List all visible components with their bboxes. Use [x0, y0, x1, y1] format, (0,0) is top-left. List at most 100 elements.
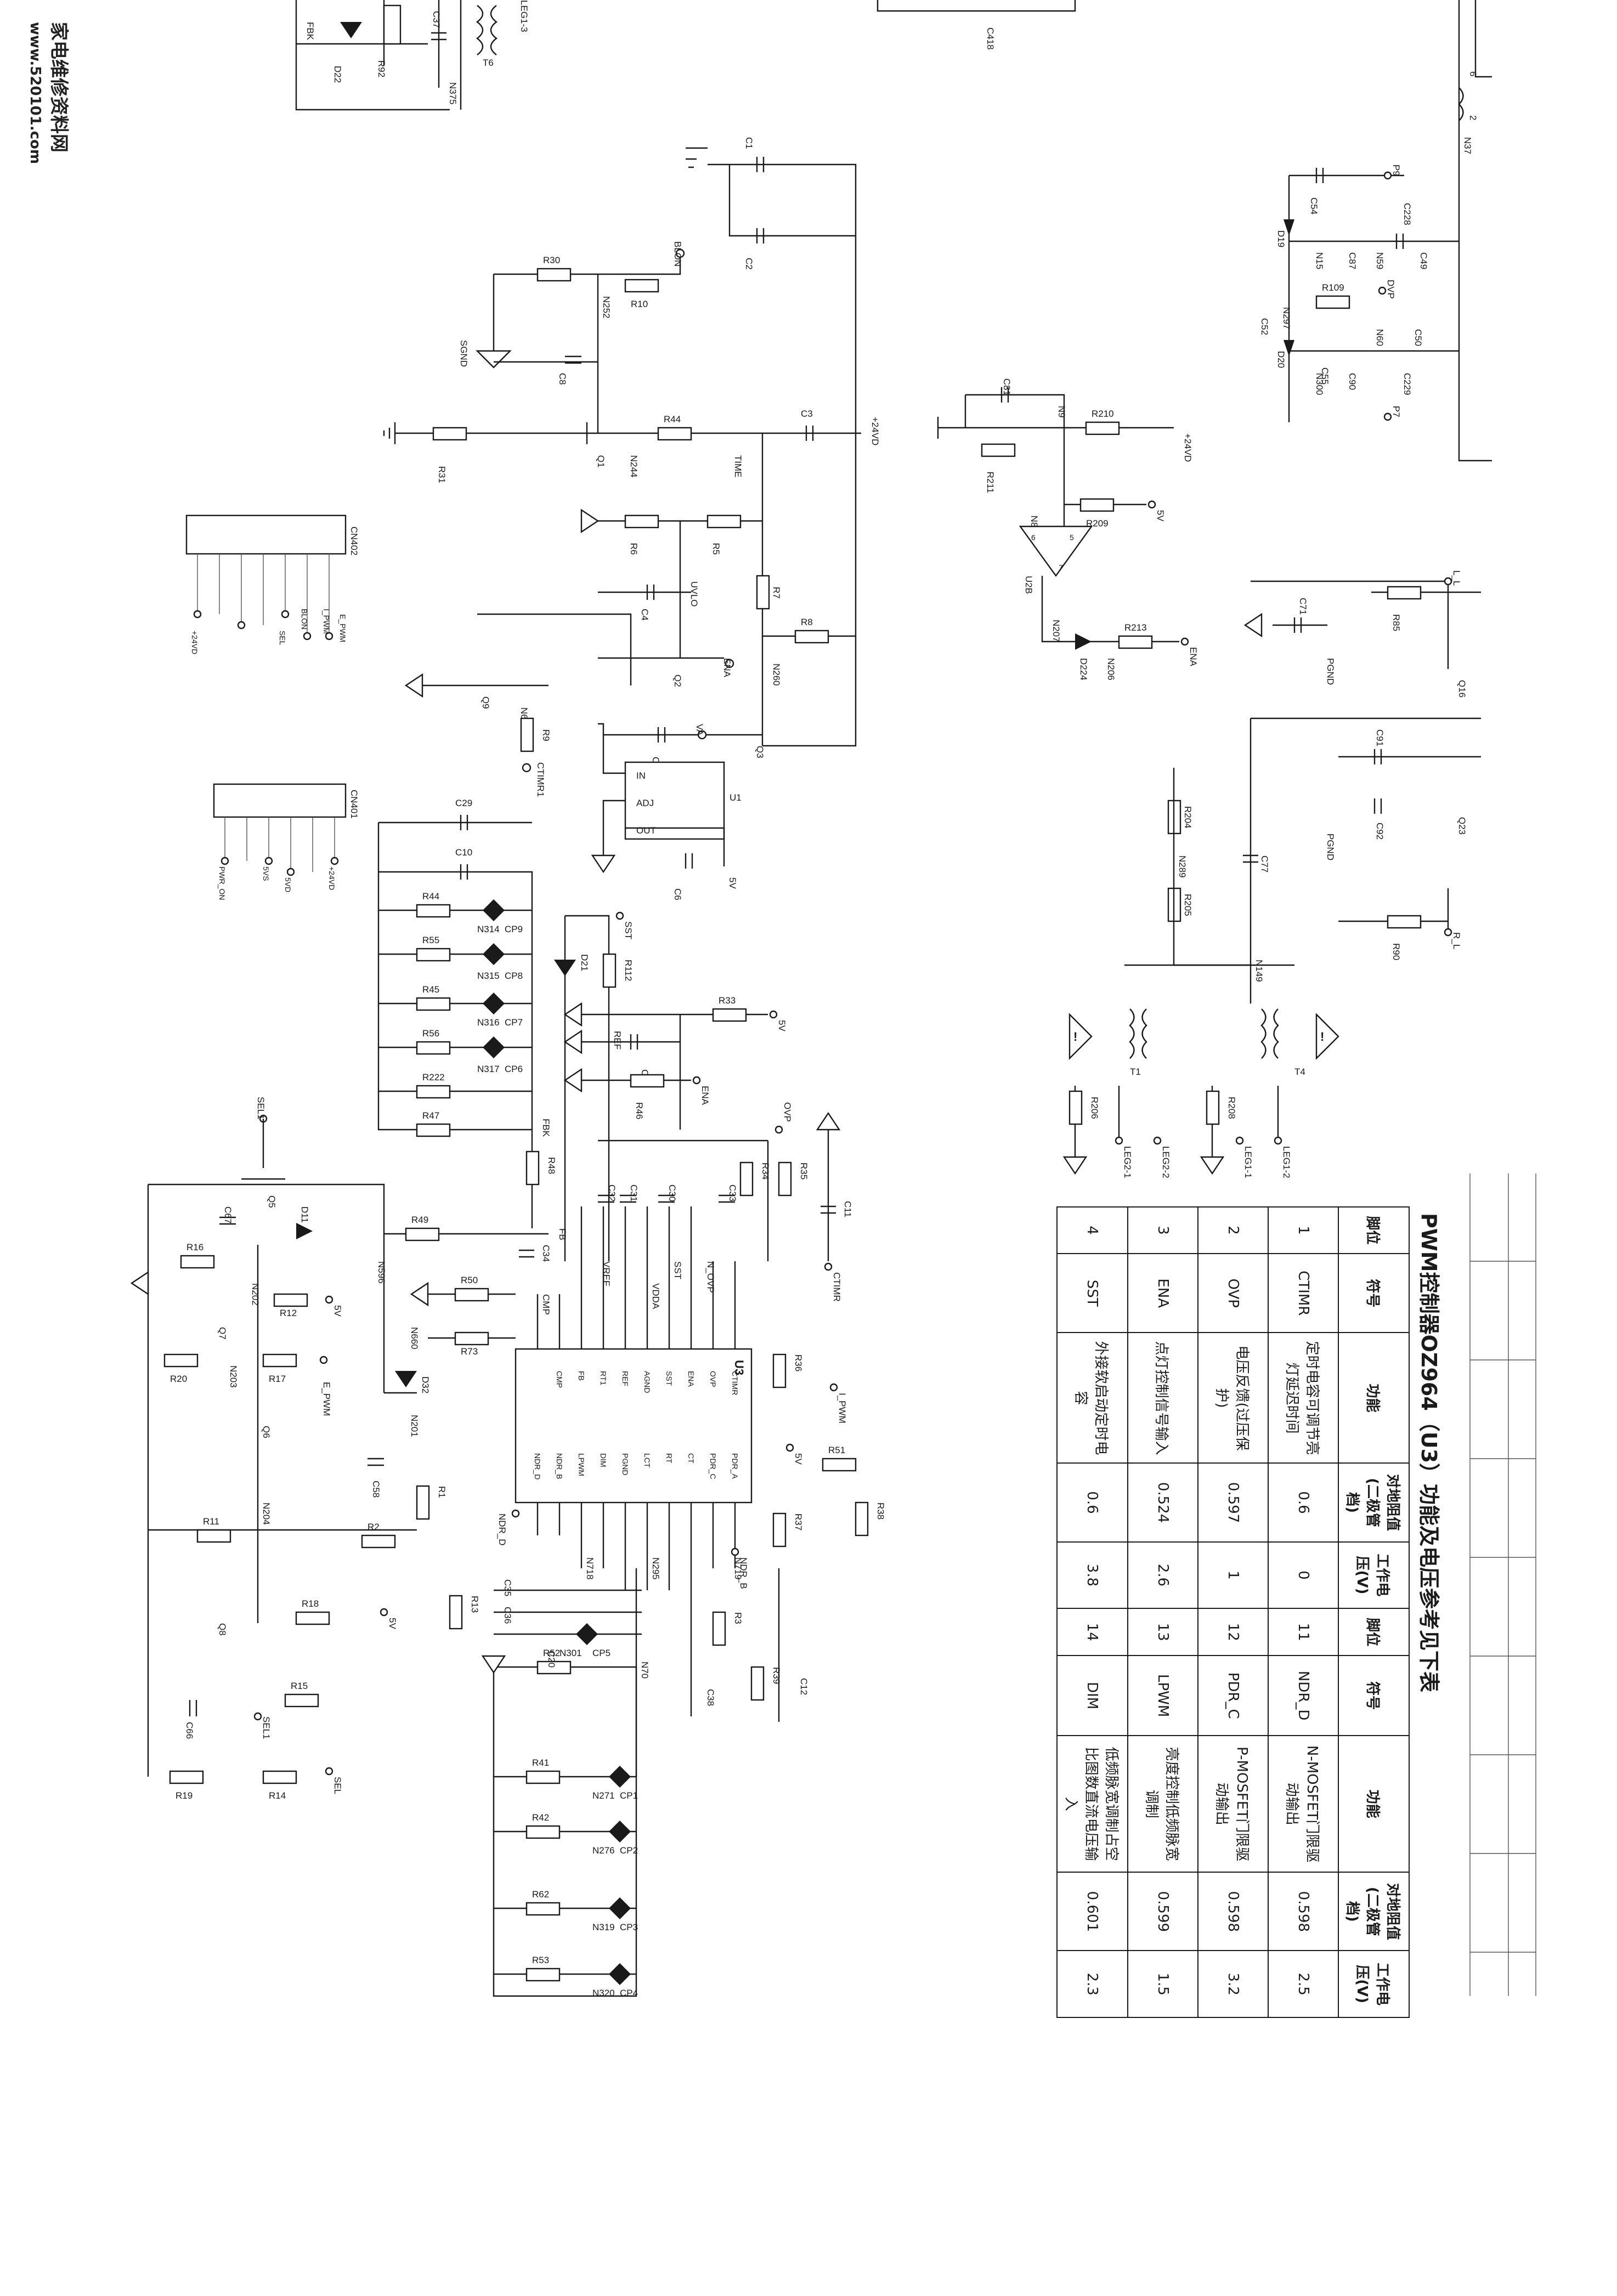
svg-text:C29: C29	[455, 798, 472, 808]
svg-text:LEG1-2: LEG1-2	[1281, 1146, 1292, 1178]
svg-text:I_PWM: I_PWM	[837, 1393, 847, 1424]
svg-text:SEL: SEL	[278, 631, 287, 645]
svg-text:R222: R222	[422, 1072, 445, 1082]
svg-text:N15: N15	[1314, 252, 1325, 269]
table-cell: DIM	[1057, 1656, 1128, 1736]
svg-text:+24VD: +24VD	[870, 417, 880, 445]
connector-cn401: CN401 PWR_ON 5VS 5VD +24VD	[213, 783, 359, 900]
table-cell: 1.5	[1128, 1951, 1198, 2017]
header-symbol: 符号	[1338, 1254, 1409, 1333]
svg-text:N319: N319	[592, 1922, 615, 1932]
svg-text:N244: N244	[629, 455, 639, 478]
svg-text:N317: N317	[477, 1064, 500, 1074]
svg-text:R19: R19	[176, 1790, 193, 1801]
table-cell: P-MOSFET门限驱动输出	[1198, 1736, 1268, 1873]
table-cell: 3	[1128, 1207, 1198, 1254]
connector-cn402: CN402 +24VD SEL BLON I_PWM E_PWM	[185, 514, 359, 654]
svg-text:C33: C33	[727, 1184, 738, 1201]
table-cell: 2.6	[1128, 1541, 1198, 1609]
svg-text:R34: R34	[760, 1163, 771, 1180]
svg-text:C90: C90	[1347, 373, 1358, 390]
svg-text:!: !	[1320, 1030, 1324, 1044]
svg-text:Q9: Q9	[480, 696, 491, 709]
label-t6: T6	[483, 58, 494, 68]
svg-text:C50: C50	[1413, 329, 1423, 346]
table-cell: 0.6	[1268, 1463, 1338, 1542]
table-cell: 0.601	[1057, 1872, 1128, 1951]
q1-section: C1 C2 R30 R10 BLON N252 SGND C8 R31 Q1	[383, 137, 880, 483]
svg-text:SEL1: SEL1	[261, 1716, 272, 1739]
svg-text:D11: D11	[299, 1206, 310, 1223]
svg-text:N_OVP: N_OVP	[705, 1261, 716, 1293]
svg-text:LPWM: LPWM	[577, 1453, 586, 1476]
table-row: 4 SST 外接软启动定时电容 0.6 3.8 14 DIM 低频脉宽调制占空比…	[1057, 1207, 1128, 2017]
svg-text:C38: C38	[705, 1689, 716, 1706]
svg-text:N59: N59	[1375, 252, 1385, 269]
svg-text:R14: R14	[269, 1790, 286, 1801]
svg-text:5: 5	[1070, 533, 1074, 542]
svg-text:CP6: CP6	[505, 1064, 523, 1074]
svg-text:N295: N295	[651, 1557, 661, 1580]
header-resistance: 对地阻值(二极管档)	[1338, 1463, 1409, 1542]
svg-text:R10: R10	[631, 299, 648, 309]
svg-text:PDR_C: PDR_C	[709, 1453, 717, 1479]
header-pin-2: 脚位	[1338, 1608, 1409, 1656]
svg-text:C81: C81	[1002, 378, 1012, 395]
table-cell: N-MOSFET门限驱动输出	[1268, 1736, 1338, 1873]
svg-text:N149: N149	[1254, 960, 1264, 982]
svg-text:PDR_A: PDR_A	[731, 1453, 739, 1479]
svg-text:CP1: CP1	[620, 1790, 638, 1801]
svg-text:C54: C54	[1309, 197, 1319, 214]
uvlo-section: R6 R5 C4 UVLO R7 Q2 ENA R8 N260 Q9 N69 R…	[404, 433, 857, 797]
svg-text:R6: R6	[629, 543, 639, 555]
svg-text:C71: C71	[1298, 598, 1308, 615]
table-cell: 定时电容可调节亮灯延迟时间	[1268, 1333, 1338, 1464]
svg-text:CP9: CP9	[505, 924, 523, 934]
header-function: 功能	[1338, 1333, 1409, 1464]
svg-text:R208: R208	[1226, 1097, 1237, 1119]
svg-text:R9: R9	[541, 729, 551, 741]
svg-text:CN401: CN401	[349, 790, 359, 819]
table-cell: 0.6	[1057, 1463, 1128, 1542]
svg-text:D32: D32	[420, 1376, 431, 1393]
svg-text:R56: R56	[422, 1028, 439, 1039]
svg-text:OVP: OVP	[709, 1371, 717, 1387]
cn401-body	[213, 783, 347, 818]
svg-text:R_L: R_L	[1451, 932, 1462, 949]
svg-text:P9: P9	[1391, 165, 1401, 176]
svg-text:N718: N718	[585, 1557, 595, 1580]
table-cell: 2.5	[1268, 1951, 1338, 2017]
svg-text:C8: C8	[557, 373, 568, 385]
svg-text:N660: N660	[409, 1327, 420, 1350]
label-r92: R92	[376, 60, 387, 77]
table-cell: 0.598	[1268, 1872, 1338, 1951]
header-function-2: 功能	[1338, 1736, 1409, 1873]
svg-text:5V: 5V	[387, 1618, 398, 1629]
table-cell: 0.599	[1128, 1872, 1198, 1951]
svg-text:C31: C31	[629, 1184, 639, 1201]
u1-regulator: IN ADJ OUT U3 U1 C6 5V	[591, 735, 742, 900]
svg-text:N596: N596	[376, 1261, 387, 1284]
table-cell: CTIMR	[1268, 1254, 1338, 1333]
svg-text:R85: R85	[1391, 614, 1401, 631]
svg-text:PGND: PGND	[1325, 834, 1336, 860]
svg-text:T4: T4	[1294, 1067, 1305, 1077]
svg-text:C52: C52	[1259, 318, 1270, 335]
svg-text:N203: N203	[228, 1365, 239, 1388]
svg-text:C35: C35	[502, 1579, 513, 1596]
svg-text:7: 7	[1059, 563, 1063, 572]
svg-text:CT: CT	[687, 1453, 696, 1464]
table-cell: 12	[1198, 1608, 1268, 1656]
svg-text:VA: VA	[694, 724, 705, 736]
svg-text:N206: N206	[1106, 658, 1116, 681]
table-cell: 0	[1268, 1541, 1338, 1609]
svg-text:C10: C10	[455, 847, 472, 858]
svg-text:R90: R90	[1391, 943, 1401, 960]
svg-text:R52: R52	[543, 1648, 560, 1658]
header-symbol-2: 符号	[1338, 1656, 1409, 1736]
svg-text:N207: N207	[1051, 620, 1061, 642]
top-left-section: R92 C37 LEG1-3 T6 N375 D22 FBK C418	[295, 0, 1076, 111]
svg-text:R109: R109	[1322, 282, 1344, 293]
ref-section: SST D21 R112 R33 5V REF C28 R46 ENA	[554, 911, 787, 1261]
